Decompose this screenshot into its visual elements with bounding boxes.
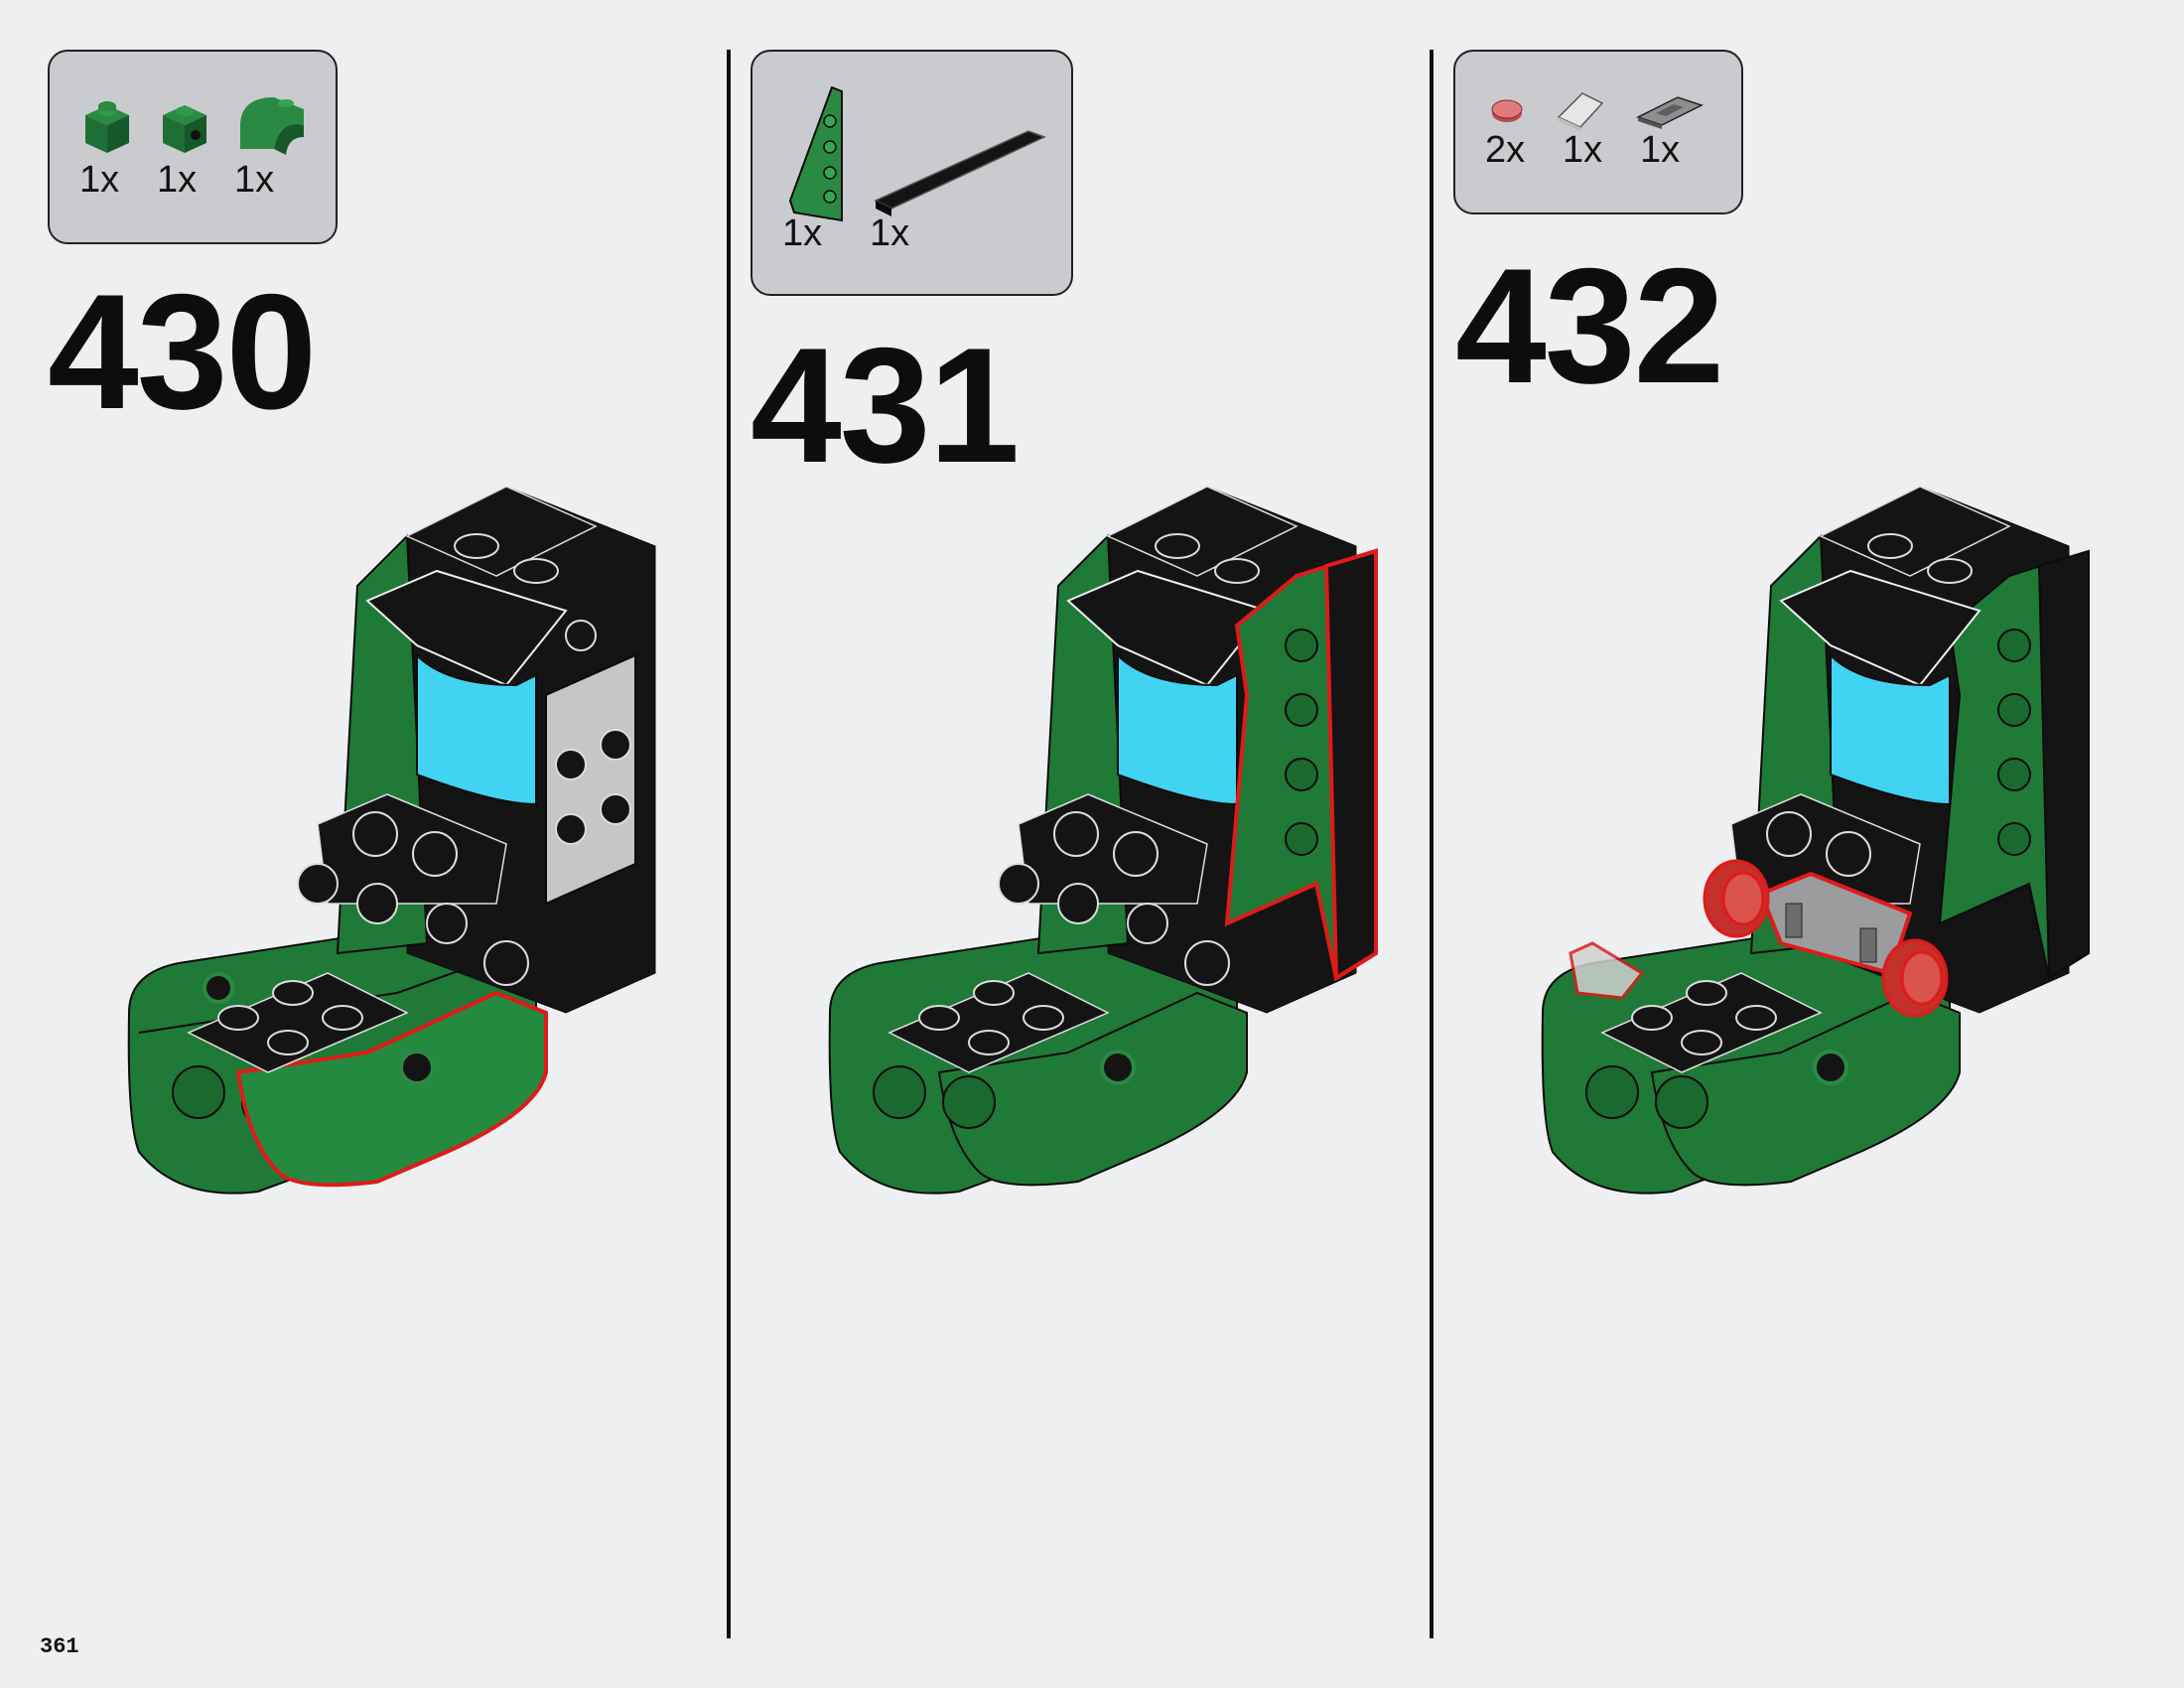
panel-divider: [727, 50, 731, 1638]
green-wedge-plate-icon: [788, 85, 843, 222]
step-431-panel: 1x 1x 431: [731, 0, 1431, 1688]
part-qty: 2x: [1485, 129, 1526, 171]
page-number: 361: [40, 1634, 79, 1659]
parts-callout-431: 1x 1x: [751, 50, 1073, 296]
part-qty: 1x: [1640, 129, 1681, 171]
green-brick-1x1-with-stud-icon: [163, 105, 206, 153]
step-number: 431: [751, 314, 1020, 496]
step-number: 430: [48, 260, 317, 443]
step-432-panel: 2x 1x 1x 432: [1433, 0, 2184, 1688]
panel-divider: [1430, 50, 1433, 1638]
part-qty: 1x: [157, 159, 198, 201]
build-model-430: [127, 486, 656, 1195]
clear-slope-icon: [1557, 92, 1604, 131]
green-brick-1x1-icon: [85, 101, 129, 153]
parts-callout-432: 2x 1x 1x: [1453, 50, 1743, 214]
step-number: 432: [1455, 234, 1724, 417]
build-model-432: [1541, 486, 2090, 1195]
grey-tile-icon: [1636, 96, 1704, 129]
part-qty: 1x: [79, 159, 120, 201]
build-model-431: [828, 486, 1378, 1195]
part-qty: 1x: [234, 159, 275, 201]
part-qty: 1x: [1563, 129, 1603, 171]
parts-callout-430: 1x 1x 1x: [48, 50, 338, 244]
black-tile-1x8-icon: [874, 130, 1046, 216]
part-qty: 1x: [782, 212, 823, 254]
red-round-tile-icon: [1491, 99, 1523, 122]
green-curved-slope-icon: [240, 97, 304, 155]
step-430-panel: 1x 1x 1x 430: [0, 0, 728, 1688]
part-qty: 1x: [870, 212, 910, 254]
